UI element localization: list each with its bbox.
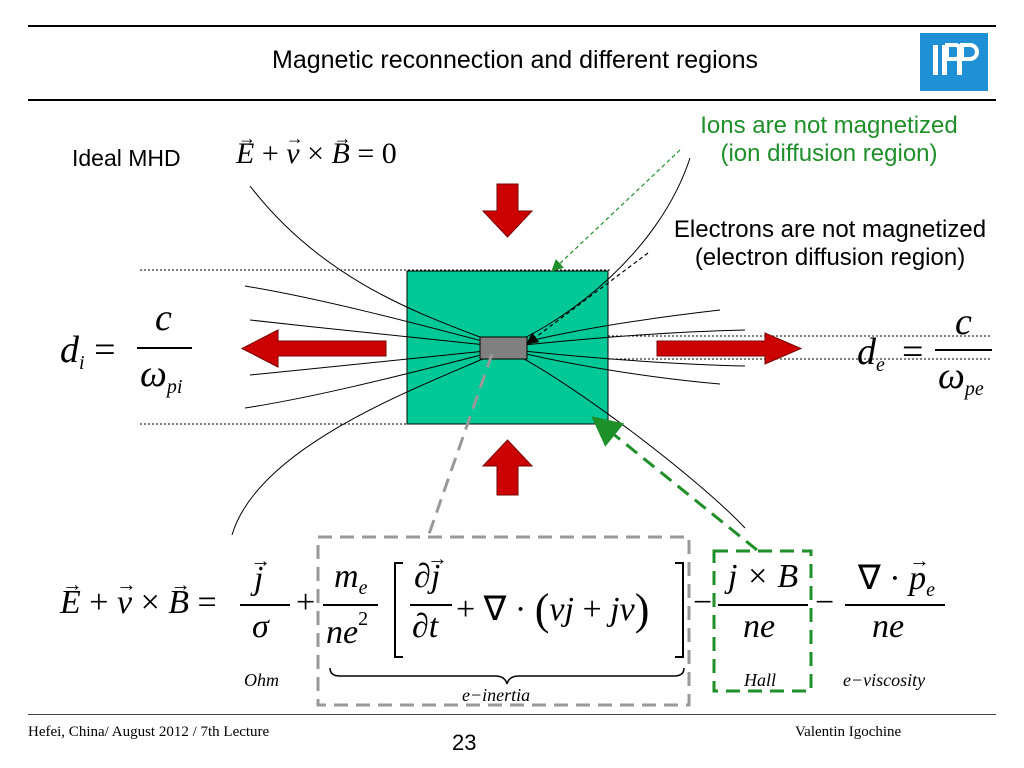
de-denominator: ωpe bbox=[938, 355, 984, 400]
ohm-t4-den: ne bbox=[872, 608, 905, 645]
hall-connector-line bbox=[591, 416, 758, 552]
ohm-lhs: E + v × B = bbox=[60, 584, 217, 622]
plus-1: + bbox=[296, 584, 316, 621]
top-rule bbox=[28, 25, 996, 27]
slide-title: Magnetic reconnection and different regi… bbox=[272, 46, 758, 74]
ion-label: Ions are not magnetized (ion diffusion r… bbox=[664, 112, 994, 168]
ohm-t2-pre-den: ne2 bbox=[326, 608, 369, 651]
inflow-arrow-bottom bbox=[481, 439, 534, 496]
ohm-t2-rest: + ∇ · (vj + jv) bbox=[456, 585, 650, 634]
de-numerator: c bbox=[955, 301, 972, 343]
ideal-mhd-equation: E + v × B = 0 bbox=[236, 137, 397, 171]
ipp-logo-mark bbox=[920, 33, 988, 91]
inertia-term-box bbox=[316, 535, 691, 707]
minus-2: − bbox=[815, 584, 835, 621]
electron-diffusion-region bbox=[479, 336, 528, 360]
inertia-term-label: e−inertia bbox=[462, 685, 531, 705]
ion-label-line-2: (ion diffusion region) bbox=[720, 140, 938, 167]
di-denominator: ωpi bbox=[140, 353, 183, 398]
footer-right: Valentin Igochine bbox=[795, 724, 902, 740]
de-equals: = bbox=[902, 331, 924, 373]
ohm-t2-inner-num: ∂j bbox=[414, 558, 440, 596]
electron-label-line-2: (electron diffusion region) bbox=[694, 244, 966, 271]
hall-term-label: Hall bbox=[744, 670, 777, 690]
outflow-arrow-left bbox=[240, 329, 387, 368]
ohm-t2-pre-num: me bbox=[334, 558, 368, 599]
inertia-connector-line bbox=[426, 353, 494, 538]
ohm-term-label: Ohm bbox=[244, 670, 279, 690]
ohm-t1-num: j bbox=[254, 560, 263, 598]
electron-label-line-1: Electrons are not magnetized bbox=[673, 216, 987, 243]
footer-left: Hefei, China/ August 2012 / 7th Lecture bbox=[28, 724, 270, 740]
ion-label-line-1: Ions are not magnetized bbox=[700, 112, 958, 139]
hall-term-box bbox=[712, 549, 813, 693]
page-number: 23 bbox=[452, 730, 477, 755]
de-equation: de bbox=[857, 331, 885, 376]
viscosity-term-label: e−viscosity bbox=[843, 670, 926, 690]
minus-1: − bbox=[693, 584, 713, 621]
ohm-t4-num: ∇ · pe bbox=[858, 558, 935, 602]
title-rule bbox=[28, 99, 996, 101]
ohm-t2-inner-den: ∂t bbox=[412, 608, 439, 645]
inflow-arrow-top bbox=[481, 183, 534, 238]
electron-label: Electrons are not magnetized (electron d… bbox=[640, 216, 1020, 272]
ohm-t1-den: σ bbox=[252, 608, 269, 645]
ohm-t3-den: ne bbox=[743, 608, 776, 645]
footer-rule bbox=[28, 714, 996, 715]
ideal-mhd-label: Ideal MHD bbox=[72, 145, 181, 171]
di-equation: di = bbox=[60, 329, 116, 374]
electron-pointer-arrow bbox=[526, 252, 649, 345]
outflow-arrow-right bbox=[656, 332, 803, 365]
di-numerator: c bbox=[155, 297, 172, 339]
ohm-t3-num: j × B bbox=[728, 558, 799, 595]
ion-pointer-arrow bbox=[551, 149, 681, 272]
ipp-logo bbox=[920, 33, 988, 91]
